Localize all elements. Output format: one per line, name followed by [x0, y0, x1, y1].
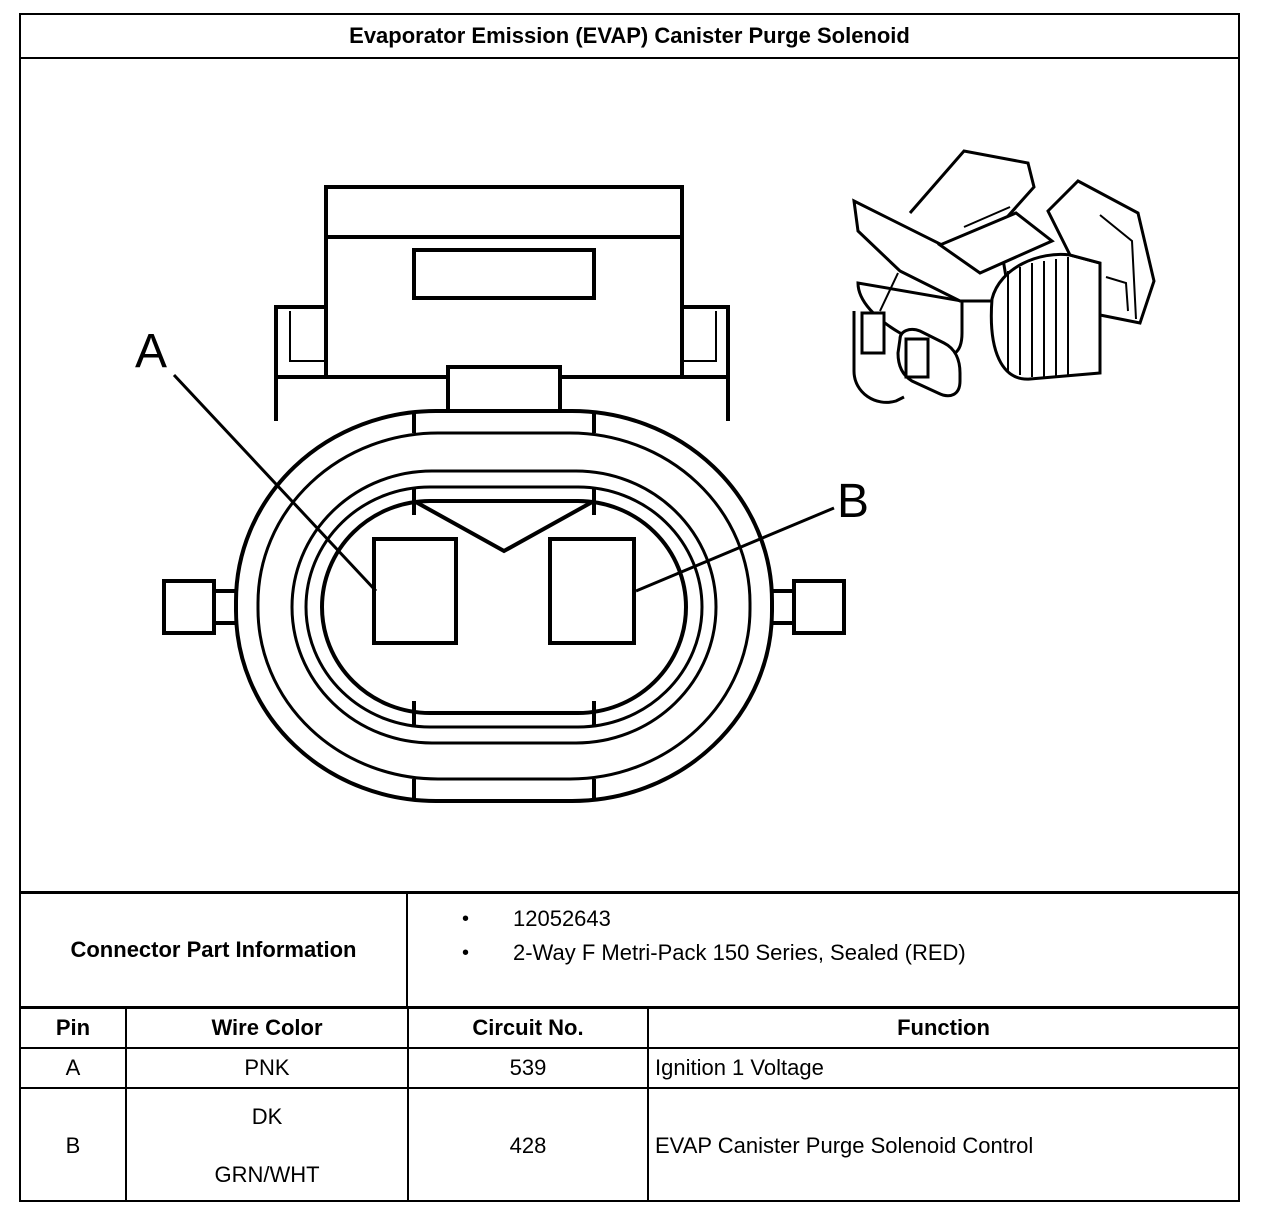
connector-sheet: Evaporator Emission (EVAP) Canister Purg… — [19, 13, 1240, 1202]
connector-part-info: Connector Part Information • 12052643 • … — [21, 891, 1238, 1009]
pin-table: Pin Wire Color Circuit No. Function A PN… — [21, 1009, 1238, 1202]
left-tab — [162, 579, 216, 635]
leader-a — [172, 373, 378, 593]
connector-3d-illustration — [852, 149, 1156, 404]
latch-housing — [324, 185, 684, 377]
outer-seal — [234, 409, 774, 803]
leader-b — [635, 506, 835, 593]
inner-cavity — [320, 499, 688, 715]
pin-label-b: B — [837, 475, 869, 528]
terminal-b — [548, 537, 636, 645]
wire-color-line-1: DK — [251, 1103, 283, 1129]
bullet-icon: • — [462, 908, 470, 930]
latch-window — [412, 248, 596, 300]
cell-circuit: 539 — [407, 1047, 649, 1089]
connector-face-drawing: A B — [135, 149, 1156, 803]
connector-info-list: • 12052643 • 2-Way F Metri-Pack 150 Seri… — [408, 902, 1238, 970]
header-function: Function — [647, 1009, 1238, 1049]
list-item: • 2-Way F Metri-Pack 150 Series, Sealed … — [408, 936, 1238, 970]
header-pin: Pin — [21, 1009, 127, 1049]
cell-pin: B — [21, 1087, 127, 1202]
cell-function: Ignition 1 Voltage — [647, 1047, 1238, 1089]
cell-wire-color: DK GRN/WHT — [125, 1087, 409, 1202]
table-row: A PNK 539 Ignition 1 Voltage — [21, 1047, 1238, 1089]
connector-diagram: A B — [21, 59, 1238, 891]
header-wire-color: Wire Color — [125, 1009, 409, 1049]
pin-label-a: A — [135, 325, 167, 378]
connector-description: 2-Way F Metri-Pack 150 Series, Sealed (R… — [513, 940, 966, 965]
connector-info-label: Connector Part Information — [21, 894, 408, 1006]
header-circuit: Circuit No. — [407, 1009, 649, 1049]
cell-wire-color: PNK — [125, 1047, 409, 1089]
cell-circuit: 428 — [407, 1087, 649, 1202]
part-number: 12052643 — [513, 906, 611, 931]
table-row: B DK GRN/WHT 428 EVAP Canister Purge Sol… — [21, 1087, 1238, 1202]
table-header-row: Pin Wire Color Circuit No. Function — [21, 1009, 1238, 1049]
bullet-icon: • — [462, 942, 470, 964]
cell-pin: A — [21, 1047, 127, 1089]
terminal-a — [372, 537, 458, 645]
page-title: Evaporator Emission (EVAP) Canister Purg… — [21, 15, 1238, 59]
wire-color-line-2: GRN/WHT — [214, 1161, 320, 1187]
list-item: • 12052643 — [408, 902, 1238, 936]
cell-function: EVAP Canister Purge Solenoid Control — [647, 1087, 1238, 1202]
right-tab — [792, 579, 846, 635]
